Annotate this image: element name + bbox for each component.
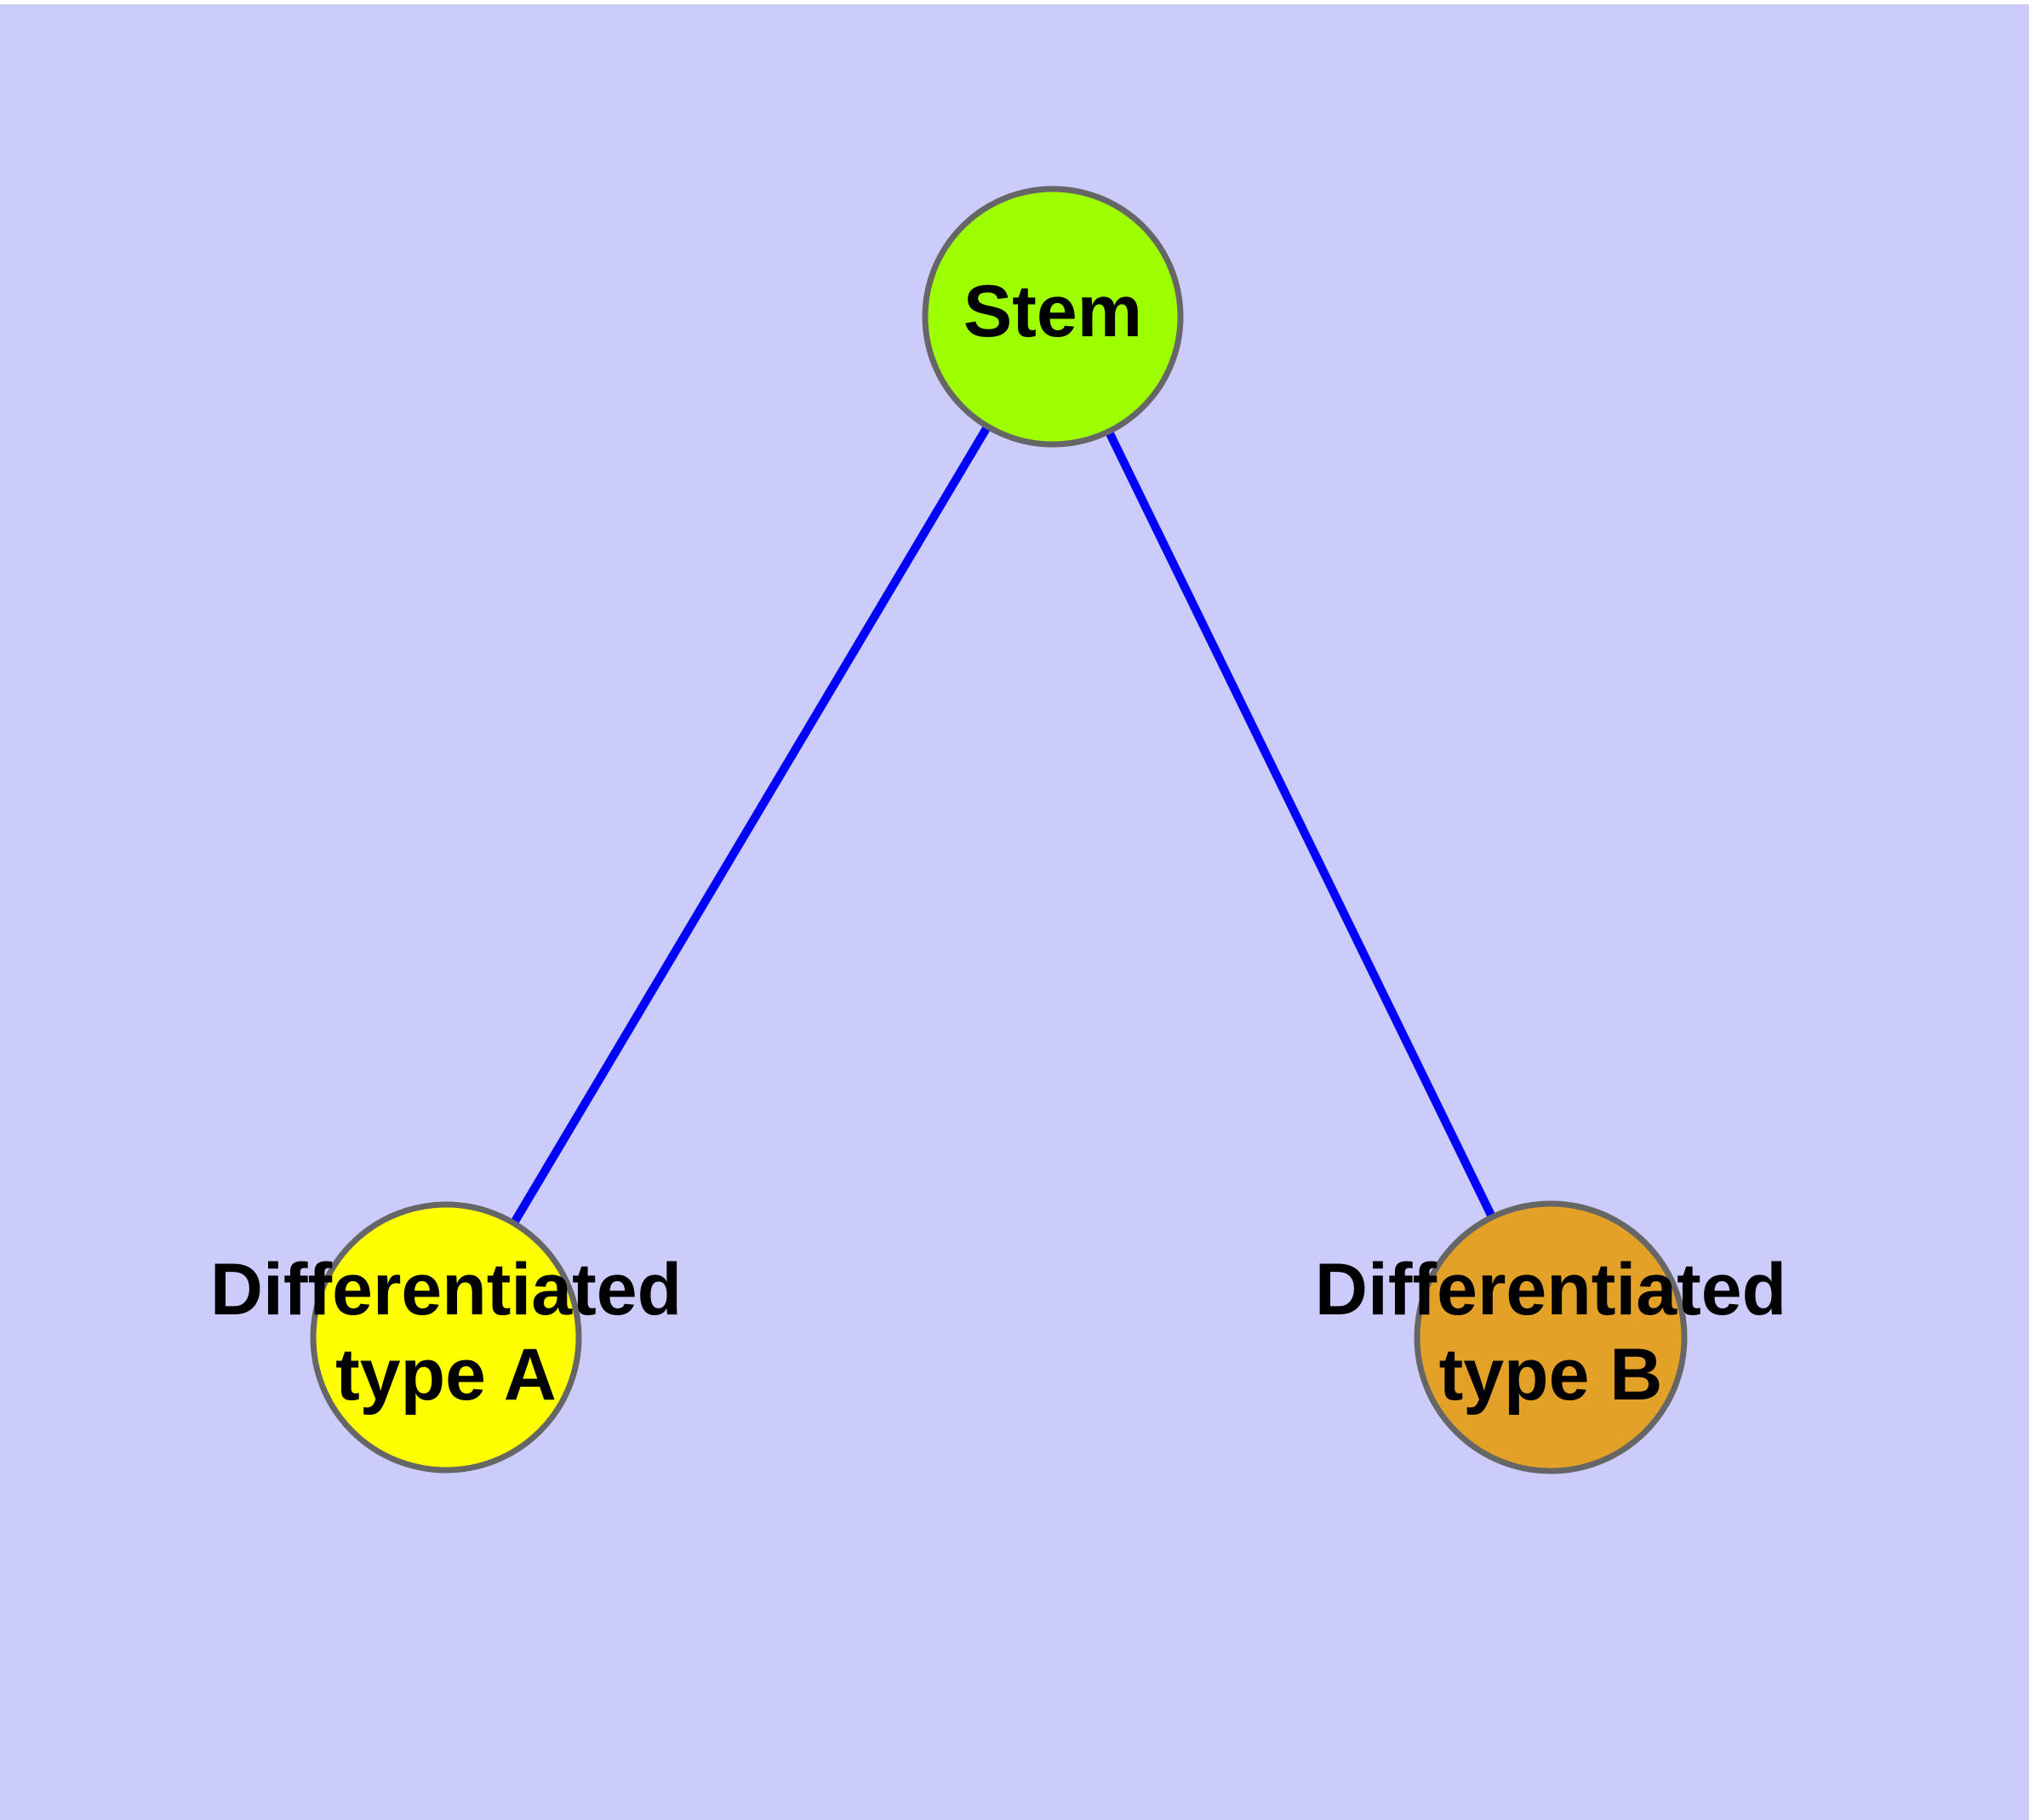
graph-node-diff-b[interactable] [1414,1200,1688,1474]
canvas-top-margin [0,0,2029,4]
graph-edge[interactable] [508,421,993,1228]
graph-node-stem[interactable] [922,186,1184,448]
edges-layer [508,421,1498,1228]
graph-edge[interactable] [1103,426,1498,1222]
graph-node-label-line: type B [1439,1334,1663,1416]
graph-node-diff-a[interactable] [310,1201,582,1474]
nodes-layer [310,186,1688,1474]
graph-node-label-line: Differentiated [210,1249,682,1331]
graph-node-label-line: type A [335,1334,557,1416]
graph-node-label-line: Stem [963,271,1142,352]
graph-node-label-line: Differentiated [1315,1249,1786,1331]
graph-node-label-stem: Stem [963,271,1142,352]
